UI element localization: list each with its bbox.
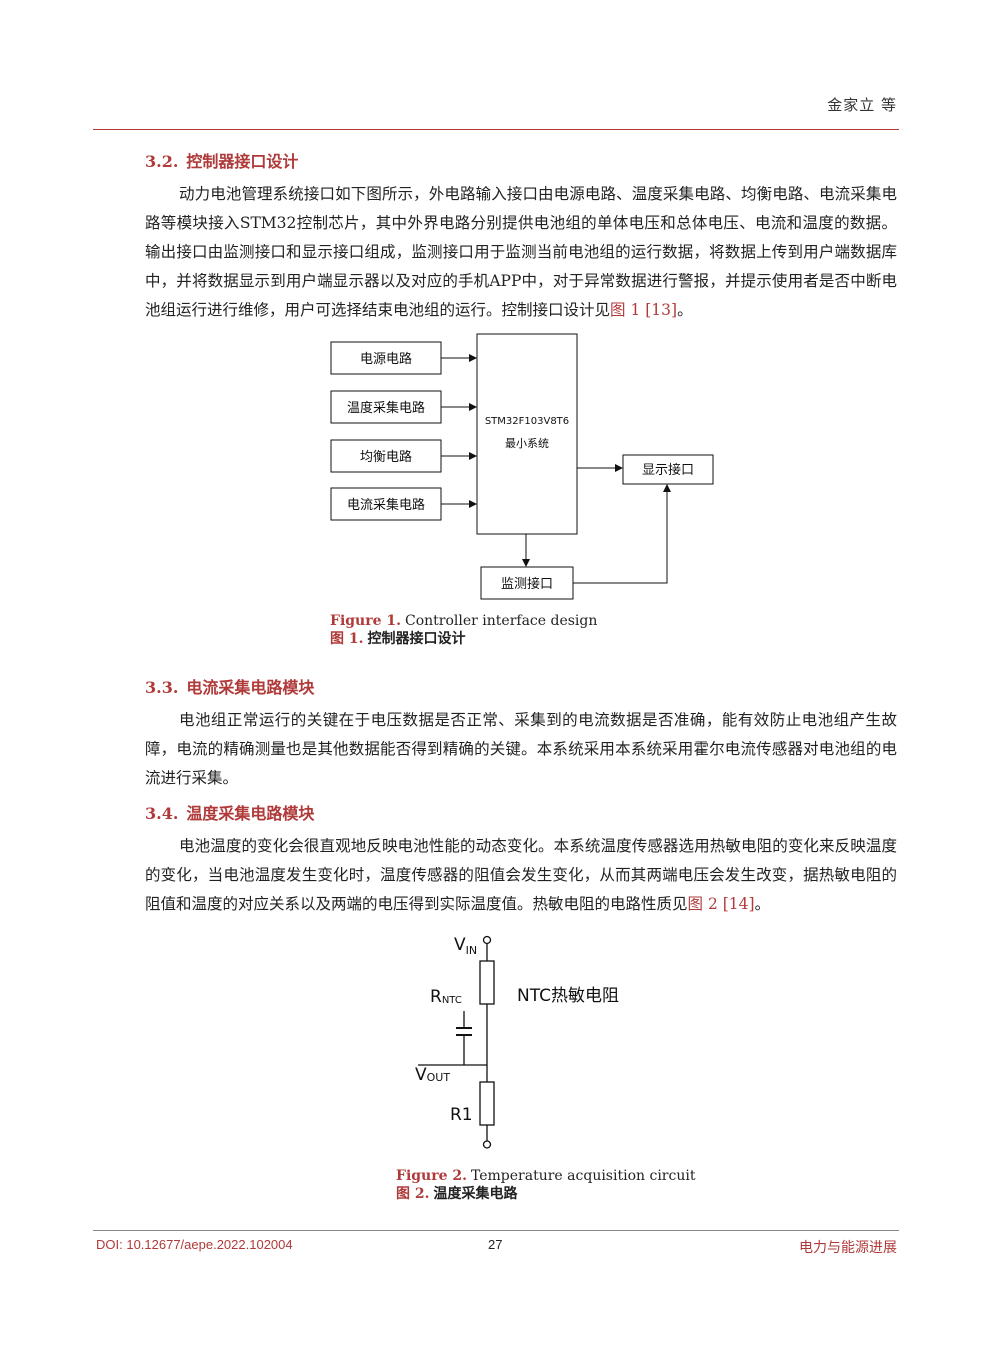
figure-1-caption: Figure 1.Controller interface design 图 1… [330, 612, 597, 648]
caption-text: 控制器接口设计 [367, 631, 466, 647]
section-title: 温度采集电路模块 [186, 804, 315, 823]
caption-text: 温度采集电路 [433, 1186, 518, 1202]
figure-2-caption-zh: 图 2.温度采集电路 [396, 1185, 695, 1203]
section-number: 3.3. [145, 678, 179, 697]
caption-label: Figure 1. [330, 613, 401, 629]
caption-label: Figure 2. [396, 1168, 467, 1184]
section-3-3-heading: 3.3. 电流采集电路模块 [145, 674, 314, 698]
footer-doi-link[interactable]: DOI: 10.12677/aepe.2022.102004 [96, 1237, 293, 1252]
section-title: 控制器接口设计 [186, 152, 299, 171]
figure-1-caption-en: Figure 1.Controller interface design [330, 612, 597, 630]
section-number: 3.2. [145, 152, 179, 171]
footer-journal-name: 电力与能源进展 [799, 1240, 897, 1256]
input-label-current: 电流采集电路 [347, 497, 425, 513]
section-title: 电流采集电路模块 [186, 678, 315, 697]
section-3-4-paragraph: 电池温度的变化会很直观地反映电池性能的动态变化。本系统温度传感器选用热敏电阻的变… [145, 832, 897, 919]
r1-resistor [479, 1081, 495, 1126]
section-3-2-heading: 3.2. 控制器接口设计 [145, 148, 298, 172]
figure-1-caption-zh: 图 1.控制器接口设计 [330, 630, 597, 648]
r1-label: R1 [450, 1105, 473, 1125]
paragraph-end: 。 [754, 895, 771, 913]
gnd-terminal [482, 1140, 492, 1149]
ntc-resistor [479, 960, 495, 1005]
mcu-box [476, 333, 578, 535]
ntc-thermistor-label: NTC热敏电阻 [517, 986, 619, 1006]
mcu-label-chip: STM32F103V8T6 [485, 416, 569, 427]
monitor-interface-label: 监测接口 [501, 576, 553, 592]
rntc-label: RNTC [430, 987, 462, 1007]
footer-divider [93, 1230, 899, 1231]
section-3-4-heading: 3.4. 温度采集电路模块 [145, 800, 314, 824]
vin-terminal [482, 935, 492, 945]
figure-2-caption-en: Figure 2.Temperature acquisition circuit [396, 1167, 695, 1185]
figure-2-reference-link[interactable]: 图 2 [14] [687, 895, 755, 913]
figure-1-diagram: 电源电路 温度采集电路 均衡电路 电流采集电路 STM32F103V8T6 最小… [330, 333, 714, 600]
figure-2-caption: Figure 2.Temperature acquisition circuit… [396, 1167, 695, 1203]
figure-1-reference-link[interactable]: 图 1 [13] [610, 301, 678, 319]
mcu-label-system: 最小系统 [505, 437, 549, 450]
caption-text: Temperature acquisition circuit [471, 1168, 696, 1184]
section-3-2-paragraph: 动力电池管理系统接口如下图所示，外电路输入接口由电源电路、温度采集电路、均衡电路… [145, 180, 897, 325]
caption-text: Controller interface design [405, 613, 598, 629]
header-author: 金家立 等 [827, 96, 897, 114]
input-label-power: 电源电路 [360, 351, 412, 367]
paragraph-end: 。 [677, 301, 693, 319]
vout-label: VOUT [415, 1065, 450, 1085]
input-label-temperature: 温度采集电路 [347, 400, 425, 416]
paragraph-text: 动力电池管理系统接口如下图所示，外电路输入接口由电源电路、温度采集电路、均衡电路… [145, 185, 897, 319]
caption-label: 图 1. [330, 631, 364, 647]
figure-2-circuit: VIN RNTC NTC热敏电阻 VOUT R1 [415, 935, 619, 1149]
paragraph-text: 电池温度的变化会很直观地反映电池性能的动态变化。本系统温度传感器选用热敏电阻的变… [145, 837, 897, 913]
header-divider [93, 129, 899, 130]
input-label-balance: 均衡电路 [360, 449, 412, 465]
section-3-3-paragraph: 电池组正常运行的关键在于电压数据是否正常、采集到的电流数据是否准确，能有效防止电… [145, 711, 897, 787]
section-number: 3.4. [145, 804, 179, 823]
footer-page-number: 27 [488, 1237, 503, 1252]
caption-label: 图 2. [396, 1186, 430, 1202]
display-interface-label: 显示接口 [642, 462, 694, 478]
vin-label: VIN [454, 935, 477, 957]
